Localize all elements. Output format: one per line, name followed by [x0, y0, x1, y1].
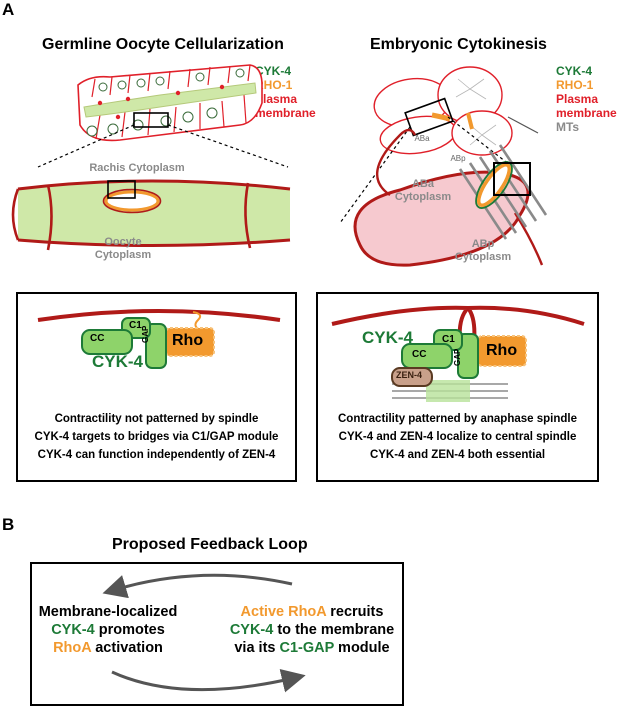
- right-caption-3: CYK-4 and ZEN-4 both essential: [369, 449, 546, 461]
- right-cc-label: CC: [412, 349, 427, 360]
- left-model-membrane: [37, 309, 281, 322]
- feedback-title: Proposed Feedback Loop: [112, 536, 308, 553]
- feedback-left-text: Membrane-localized CYK-4 promotes RhoA a…: [34, 603, 182, 657]
- right-captions: Contractility patterned by anaphase spin…: [318, 410, 597, 464]
- ring-canal-zoom-box: [107, 180, 136, 199]
- right-gap-label: GAP: [453, 348, 462, 366]
- bottom-arrow: [111, 669, 306, 693]
- oocyte-label-2: Cytoplasm: [94, 249, 152, 261]
- left-cyk4-label: CYK-4: [92, 352, 144, 371]
- left-gap-block: [145, 323, 167, 369]
- midbody-zoom-box: [493, 162, 531, 196]
- feedback-loop-box: [30, 562, 404, 706]
- feedback-left-line2-rest: promotes: [94, 622, 165, 638]
- panel-a-letter: A: [2, 0, 15, 19]
- left-heading: Germline Oocyte Cellularization: [42, 36, 284, 53]
- right-cyk4-label: CYK-4: [362, 328, 414, 347]
- rachis-label: Rachis Cytoplasm: [89, 162, 185, 174]
- oocyte-label: Oocyte Cytoplasm: [78, 236, 168, 262]
- left-c1-label: C1: [129, 320, 142, 331]
- feedback-right-line1-rest: recruits: [326, 604, 384, 620]
- right-legend: CYK-4 RHO-1 Plasma membrane MTs: [556, 64, 617, 134]
- left-model-diagram: [37, 309, 281, 369]
- right-caption-1: Contractility patterned by anaphase spin…: [338, 413, 577, 425]
- feedback-right-c1gap: C1-GAP: [279, 640, 335, 656]
- legend-mts: MTs: [556, 120, 580, 134]
- feedback-left-line1: Membrane-localized: [38, 604, 178, 620]
- embryo-furrow: [431, 112, 451, 122]
- right-gap-block: [457, 333, 479, 379]
- right-c1-label: C1: [442, 334, 455, 345]
- legend-plasma-membrane-1: Plasma: [255, 92, 298, 106]
- right-zen4-label: ZEN-4: [396, 370, 423, 380]
- embryo-cell-aba: ABa: [414, 134, 430, 143]
- feedback-left-cyk4: CYK-4: [51, 622, 95, 638]
- right-model-diagram: [331, 305, 585, 402]
- left-rho-block: [165, 327, 215, 357]
- feedback-right-active-rhoa: Active RhoA: [240, 604, 327, 620]
- gonad-zoom-box: [133, 112, 169, 128]
- right-zen4-block: [391, 367, 433, 387]
- legend-plasma-membrane-right-2: membrane: [556, 106, 617, 120]
- embryo-cells: [373, 66, 513, 156]
- legend-cyk4-right: CYK-4: [556, 64, 593, 78]
- left-rho-label: Rho: [172, 332, 204, 349]
- oocyte-label-1: Oocyte: [104, 236, 142, 248]
- right-model-membrane: [331, 305, 585, 343]
- aba-label: ABa Cytoplasm: [388, 178, 458, 204]
- legend-plasma-membrane-right-1: Plasma: [556, 92, 599, 106]
- right-heading: Embryonic Cytokinesis: [370, 36, 547, 53]
- embryo-illustration: [339, 66, 548, 267]
- aba-label-1: ABa: [411, 178, 434, 190]
- abp-label-1: ABp: [471, 238, 495, 250]
- left-model-box: [16, 292, 297, 482]
- feedback-left-rhoa: RhoA: [53, 640, 92, 656]
- feedback-arrows: [102, 573, 306, 693]
- legend-rho1-right: RHO-1: [556, 78, 594, 92]
- left-caption-3: CYK-4 can function independently of ZEN-…: [37, 449, 276, 461]
- embryo-asters: [455, 78, 497, 146]
- ring-canal: [104, 190, 160, 212]
- gonad-illustration: [11, 64, 291, 251]
- gonad-red-dots: [97, 84, 225, 120]
- embryo-cell-abp: ABp: [450, 154, 466, 163]
- abp-label-2: Cytoplasm: [454, 251, 512, 263]
- right-model-box: [316, 292, 599, 482]
- feedback-left-line3-rest: activation: [91, 640, 163, 656]
- left-legend: CYK-4 RHO-1 Plasma membrane: [255, 64, 316, 120]
- feedback-right-text: Active RhoA recruits CYK-4 to the membra…: [222, 603, 402, 657]
- embryo-zoom-box: [404, 97, 454, 137]
- right-rho-label: Rho: [486, 342, 518, 359]
- panel-b-letter: B: [2, 515, 15, 534]
- right-caption-2: CYK-4 and ZEN-4 localize to central spin…: [338, 431, 577, 443]
- feedback-right-line2-rest: to the membrane: [273, 622, 395, 638]
- gonad-cell-walls: [91, 64, 251, 140]
- legend-rho1: RHO-1: [255, 78, 293, 92]
- left-cc-block: [81, 329, 133, 355]
- left-caption-1: Contractility not patterned by spindle: [54, 413, 259, 425]
- abp-label: ABp Cytoplasm: [448, 238, 518, 264]
- top-arrow: [102, 573, 293, 599]
- left-gap-label: GAP: [141, 325, 150, 343]
- feedback-right-cyk4: CYK-4: [229, 622, 274, 638]
- feedback-right-line3-rest: module: [334, 640, 390, 656]
- left-caption-2: CYK-4 targets to bridges via C1/GAP modu…: [34, 431, 279, 443]
- left-captions: Contractility not patterned by spindle C…: [18, 410, 295, 464]
- left-cc-label: CC: [90, 333, 105, 344]
- gonad-rachis: [83, 82, 257, 118]
- cross-section-walls: [11, 182, 252, 251]
- legend-plasma-membrane-2: membrane: [255, 106, 316, 120]
- aba-label-2: Cytoplasm: [394, 191, 452, 203]
- feedback-right-line3-pre: via its: [234, 640, 280, 656]
- legend-cyk4: CYK-4: [255, 64, 292, 78]
- oocyte-cross-section: [18, 181, 290, 246]
